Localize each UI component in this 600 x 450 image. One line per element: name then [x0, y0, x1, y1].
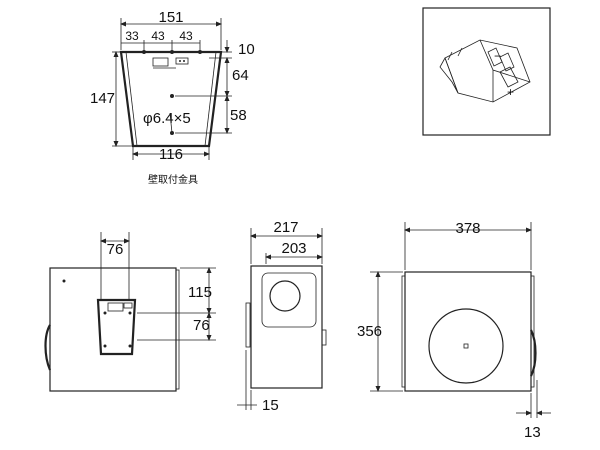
front-view-drawing: 378 356 13 — [357, 220, 551, 441]
front-offset: 13 — [524, 424, 541, 441]
bracket-seg-a: 33 — [125, 29, 139, 43]
bracket-hole — [170, 94, 174, 98]
bracket-hole-spec: φ6.4×5 — [143, 110, 191, 127]
bracket-height: 147 — [90, 90, 115, 107]
bracket-hole — [142, 50, 146, 54]
front-view-outline — [404, 271, 532, 392]
front-woofer — [428, 308, 504, 384]
side-view-drawing: 217 203 15 — [237, 219, 327, 414]
rear-dim-76: 76 — [193, 317, 210, 334]
bracket-dim-58: 58 — [230, 107, 247, 124]
bracket-tab — [152, 57, 169, 67]
rear-view-drawing: 76 115 76 — [44, 232, 216, 392]
rear-view-outline — [49, 267, 177, 392]
terminal-minus: − — [494, 49, 501, 63]
side-grille-frame — [261, 272, 317, 328]
bracket-dim-10: 10 — [238, 41, 255, 58]
terminal-plus: + — [507, 85, 514, 99]
side-depth-body: 203 — [281, 240, 306, 257]
bracket-width-top: 151 — [158, 9, 183, 26]
side-offset: 15 — [262, 397, 279, 414]
side-depth-total: 217 — [273, 219, 298, 236]
bracket-width-bottom: 116 — [159, 146, 183, 163]
bracket-dim-64: 64 — [232, 67, 249, 84]
side-woofer — [269, 280, 301, 312]
wall-bracket-drawing: 151 33 43 43 10 64 58 147 φ6.4×5 — [90, 9, 255, 186]
rear-screw — [62, 279, 66, 283]
front-height: 356 — [357, 323, 382, 340]
rear-dim-115: 115 — [188, 284, 212, 301]
terminal-detail-frame — [422, 7, 551, 136]
side-view-outline — [250, 265, 323, 389]
bracket-hole — [198, 50, 202, 54]
rear-width: 76 — [107, 241, 124, 258]
front-tweeter — [463, 343, 469, 349]
rear-bracket-plate — [96, 298, 137, 356]
bracket-hole — [170, 50, 174, 54]
terminal-detail: − + — [422, 7, 551, 136]
front-width: 378 — [455, 220, 480, 237]
bracket-caption: 壁取付金具 — [148, 173, 198, 186]
bracket-seg-b: 43 — [151, 29, 165, 43]
bracket-seg-c: 43 — [179, 29, 193, 43]
